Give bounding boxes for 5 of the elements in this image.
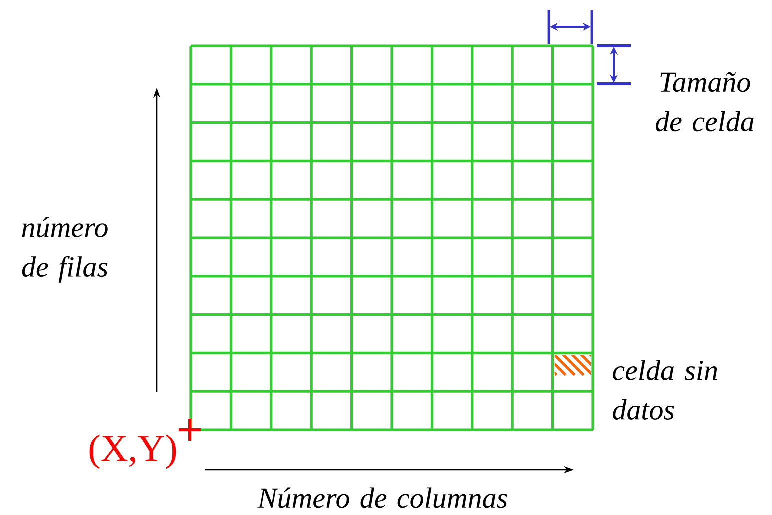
cell-size-label: Tamaño de celda <box>656 72 754 132</box>
no-data-label: celda sin datos <box>613 360 718 420</box>
origin-label: (X,Y) <box>90 434 176 470</box>
column-count-label: Número de columnas <box>258 488 508 508</box>
row-count-label: número de filas <box>22 217 108 283</box>
